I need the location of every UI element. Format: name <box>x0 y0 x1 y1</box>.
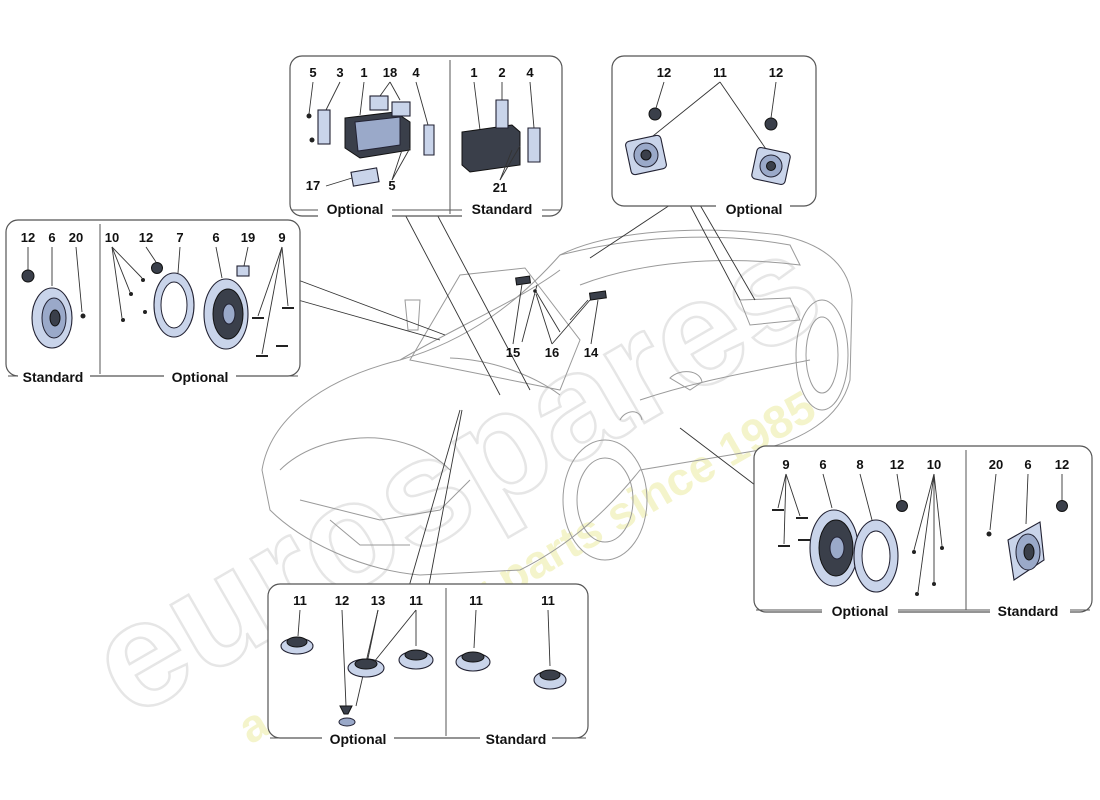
caption-optional: Optional <box>330 731 387 747</box>
clip-icon <box>896 500 908 512</box>
callout-6: 6 <box>1024 457 1031 472</box>
callout-11: 11 <box>713 65 727 80</box>
amplifier-unit-standard <box>461 124 521 173</box>
amplifier-optional-parts <box>306 81 435 187</box>
bracket-2 <box>495 99 509 129</box>
speaker-icon <box>751 147 791 185</box>
callout-4: 4 <box>526 65 534 80</box>
amplifier-standard-parts <box>461 81 541 181</box>
callout-5: 5 <box>309 65 316 80</box>
callout-12: 12 <box>21 230 35 245</box>
amp-optional-labels: 5 3 1 18 4 17 5 <box>306 65 421 193</box>
clip-icon <box>764 117 778 131</box>
clip-icon <box>151 262 163 274</box>
callout-12: 12 <box>139 230 153 245</box>
callout-12: 12 <box>657 65 671 80</box>
leader-lines <box>297 204 756 591</box>
caption-optional: Optional <box>726 201 783 217</box>
caption-standard: Standard <box>472 201 533 217</box>
dash-tweeters: 15 16 14 <box>506 275 607 360</box>
callout-19: 19 <box>241 230 255 245</box>
callout-6: 6 <box>819 457 826 472</box>
callout-6: 6 <box>212 230 219 245</box>
callout-20: 20 <box>989 457 1003 472</box>
bracket-4 <box>423 124 435 156</box>
caption-optional: Optional <box>832 603 889 619</box>
speaker-housing-icon <box>31 287 73 349</box>
callout-1: 1 <box>360 65 367 80</box>
callout-2: 2 <box>498 65 505 80</box>
callout-5b: 5 <box>388 178 395 193</box>
speaker-icon <box>398 649 434 670</box>
callout-12: 12 <box>890 457 904 472</box>
callout-11: 11 <box>469 593 483 608</box>
callout-12: 12 <box>335 593 349 608</box>
caption-optional: Optional <box>327 201 384 217</box>
callout-12b: 12 <box>769 65 783 80</box>
left-door-panel: Standard Optional 12 6 20 10 12 7 6 19 9 <box>5 219 301 386</box>
speaker-icon <box>280 636 314 655</box>
callout-7: 7 <box>176 230 183 245</box>
callout-12: 12 <box>1055 457 1069 472</box>
callout-13: 13 <box>371 593 385 608</box>
pad-18a <box>369 95 389 111</box>
speaker-icon <box>203 278 249 350</box>
speaker-icon <box>455 651 491 672</box>
callout-10: 10 <box>105 230 119 245</box>
callout-11b: 11 <box>541 593 555 608</box>
amplifier-panel: Optional Standard 5 3 1 18 4 17 5 1 2 4 … <box>289 55 563 219</box>
pad-17 <box>350 167 380 187</box>
callout-10: 10 <box>927 457 941 472</box>
callout-6: 6 <box>48 230 55 245</box>
callout-16: 16 <box>545 345 559 360</box>
rear-speakers-panel: Optional 12 11 12 <box>611 55 817 218</box>
plug-19 <box>236 265 250 277</box>
caption-standard: Standard <box>998 603 1059 619</box>
speaker-icon <box>625 134 667 176</box>
callout-18: 18 <box>383 65 397 80</box>
callout-15: 15 <box>506 345 520 360</box>
callout-9: 9 <box>782 457 789 472</box>
clip-icon <box>648 107 662 121</box>
callout-11b: 11 <box>409 593 423 608</box>
clip-icon <box>1056 500 1068 512</box>
bracket-3 <box>317 109 331 145</box>
callout-1: 1 <box>470 65 477 80</box>
caption-optional: Optional <box>172 369 229 385</box>
callout-3: 3 <box>336 65 343 80</box>
speaker-icon <box>809 509 859 587</box>
grommet <box>338 717 356 727</box>
callout-9: 9 <box>278 230 285 245</box>
speaker-housing-icon <box>1007 521 1045 581</box>
callout-11: 11 <box>293 593 307 608</box>
callout-17: 17 <box>306 178 320 193</box>
callout-4: 4 <box>412 65 420 80</box>
callout-8: 8 <box>856 457 863 472</box>
callout-20: 20 <box>69 230 83 245</box>
dash-speakers-panel: Optional Standard 11 12 13 11 11 11 <box>267 583 589 748</box>
speaker-ring-icon <box>153 272 195 338</box>
callout-21: 21 <box>493 180 507 195</box>
caption-standard: Standard <box>23 369 84 385</box>
pad-18b <box>391 101 411 117</box>
speaker-ring-icon <box>853 519 899 593</box>
caption-standard: Standard <box>486 731 547 747</box>
right-door-panel: Optional Standard 9 6 8 12 10 <box>753 445 1093 620</box>
tweeter-14 <box>588 290 607 301</box>
speaker-icon <box>347 658 385 678</box>
tweeter-15 <box>515 275 532 286</box>
callout-14: 14 <box>584 345 599 360</box>
clip-icon <box>21 269 35 283</box>
bracket-4-standard <box>527 127 541 163</box>
amp-standard-labels: 1 2 4 21 <box>470 65 534 195</box>
car-outline <box>261 229 853 576</box>
clip-icon <box>339 705 353 715</box>
speaker-icon <box>533 669 567 690</box>
